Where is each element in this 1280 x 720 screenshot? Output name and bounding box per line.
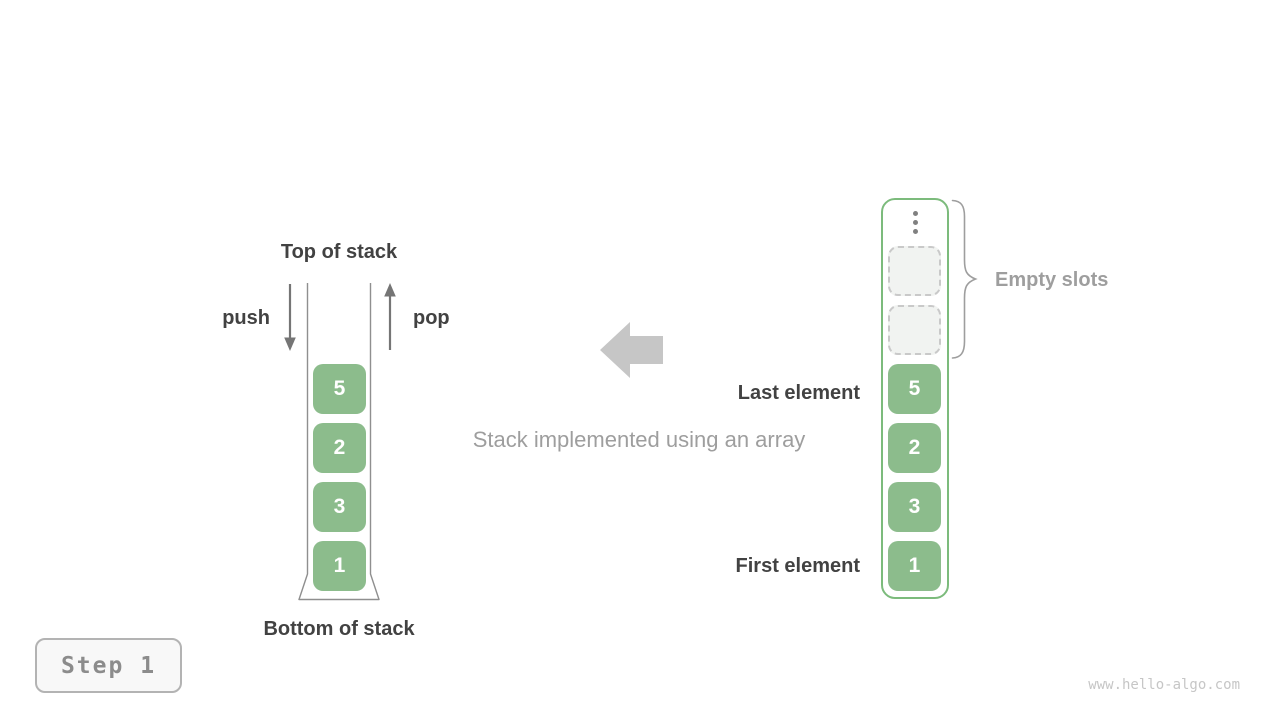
push-label: push	[222, 307, 270, 329]
watermark: www.hello-algo.com	[1088, 677, 1240, 693]
top-of-stack-label: Top of stack	[280, 241, 398, 263]
push-arrow-icon	[284, 284, 296, 351]
stack-cell: 2	[313, 423, 366, 473]
array-cell: 2	[888, 423, 941, 473]
stack-cell: 3	[313, 482, 366, 532]
stack-cell: 5	[313, 364, 366, 414]
pop-label: pop	[413, 307, 450, 329]
bottom-of-stack-label: Bottom of stack	[263, 618, 415, 640]
stack-cell: 1	[313, 541, 366, 591]
empty-slots-label: Empty slots	[995, 269, 1109, 291]
step-badge: Step 1	[35, 638, 182, 693]
left-arrow-icon	[600, 322, 663, 378]
empty-slot	[888, 246, 941, 296]
pop-arrow-icon	[384, 283, 396, 350]
ellipsis-dot	[913, 220, 918, 225]
ellipsis-dot	[913, 211, 918, 216]
last-element-label: Last element	[737, 382, 860, 404]
empty-slot	[888, 305, 941, 355]
array-cell: 5	[888, 364, 941, 414]
empty-slots-brace	[951, 199, 978, 359]
array-cell: 3	[888, 482, 941, 532]
array-cell: 1	[888, 541, 941, 591]
ellipsis-dot	[913, 229, 918, 234]
first-element-label: First element	[735, 555, 860, 577]
figure-caption: Stack implemented using an array	[472, 427, 806, 452]
